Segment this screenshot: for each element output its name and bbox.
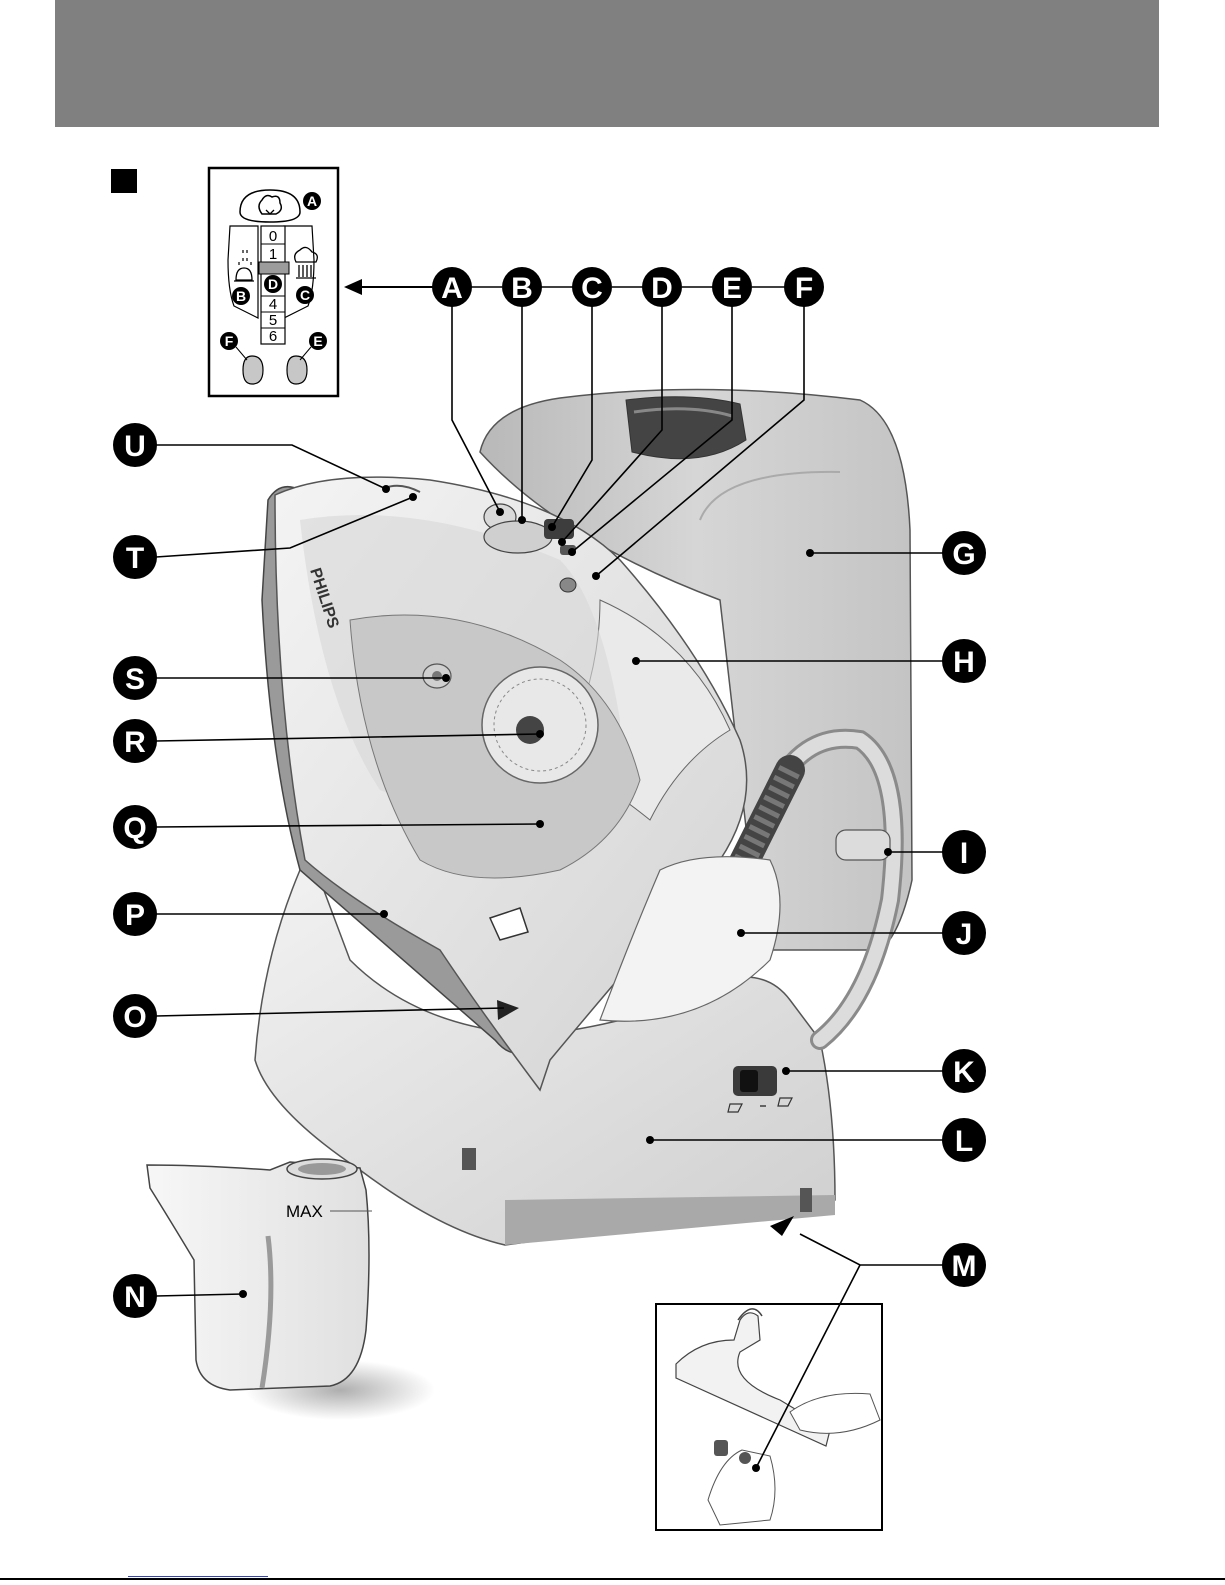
water-jug: MAX <box>147 1159 435 1420</box>
label-t: T <box>126 542 144 575</box>
hose-clip <box>836 830 890 860</box>
label-p: P <box>125 899 145 932</box>
scale-value: 5 <box>269 312 277 329</box>
label-r: R <box>124 726 146 759</box>
label-h: H <box>953 646 975 679</box>
label-o: O <box>123 1001 146 1034</box>
cleaning-knob <box>714 1440 728 1456</box>
label-a: A <box>441 272 463 305</box>
footer-rule <box>0 1578 1225 1580</box>
scale-value: 0 <box>269 228 277 245</box>
label-c: C <box>581 272 603 305</box>
panel-label-e: E <box>313 333 322 349</box>
label-k: K <box>953 1056 975 1089</box>
label-s: S <box>125 663 145 696</box>
max-level-label: MAX <box>286 1202 323 1221</box>
steam-button-f <box>243 356 263 384</box>
scale-value: 4 <box>269 296 277 313</box>
label-n: N <box>124 1281 146 1314</box>
label-m: M <box>952 1250 977 1283</box>
steam-slider <box>544 519 574 539</box>
label-i: I <box>960 837 968 870</box>
cleaning-inset <box>656 1304 882 1530</box>
scale-value: 6 <box>269 328 277 345</box>
label-u: U <box>124 430 146 463</box>
label-l: L <box>955 1125 973 1158</box>
inset-arrow <box>344 279 362 295</box>
label-e: E <box>722 272 742 305</box>
label-j: J <box>956 918 973 951</box>
label-q: Q <box>123 812 146 845</box>
dial-pointer <box>259 262 289 274</box>
label-f: F <box>795 272 813 305</box>
panel-label-b: B <box>236 288 246 304</box>
shot-button <box>560 578 576 592</box>
footer-link-underline <box>128 1576 268 1577</box>
panel-label-d: D <box>268 276 278 292</box>
label-d: D <box>651 272 673 305</box>
label-b: B <box>511 272 533 305</box>
steam-button-e <box>287 356 307 384</box>
panel-label-c: C <box>300 287 310 303</box>
scale-value: 1 <box>269 246 277 263</box>
control-panel-inset: 0 1 4 5 6 A B C D E F <box>209 168 338 396</box>
label-g: G <box>952 538 975 571</box>
panel-label-a: A <box>307 193 317 209</box>
panel-label-f: F <box>225 333 234 349</box>
